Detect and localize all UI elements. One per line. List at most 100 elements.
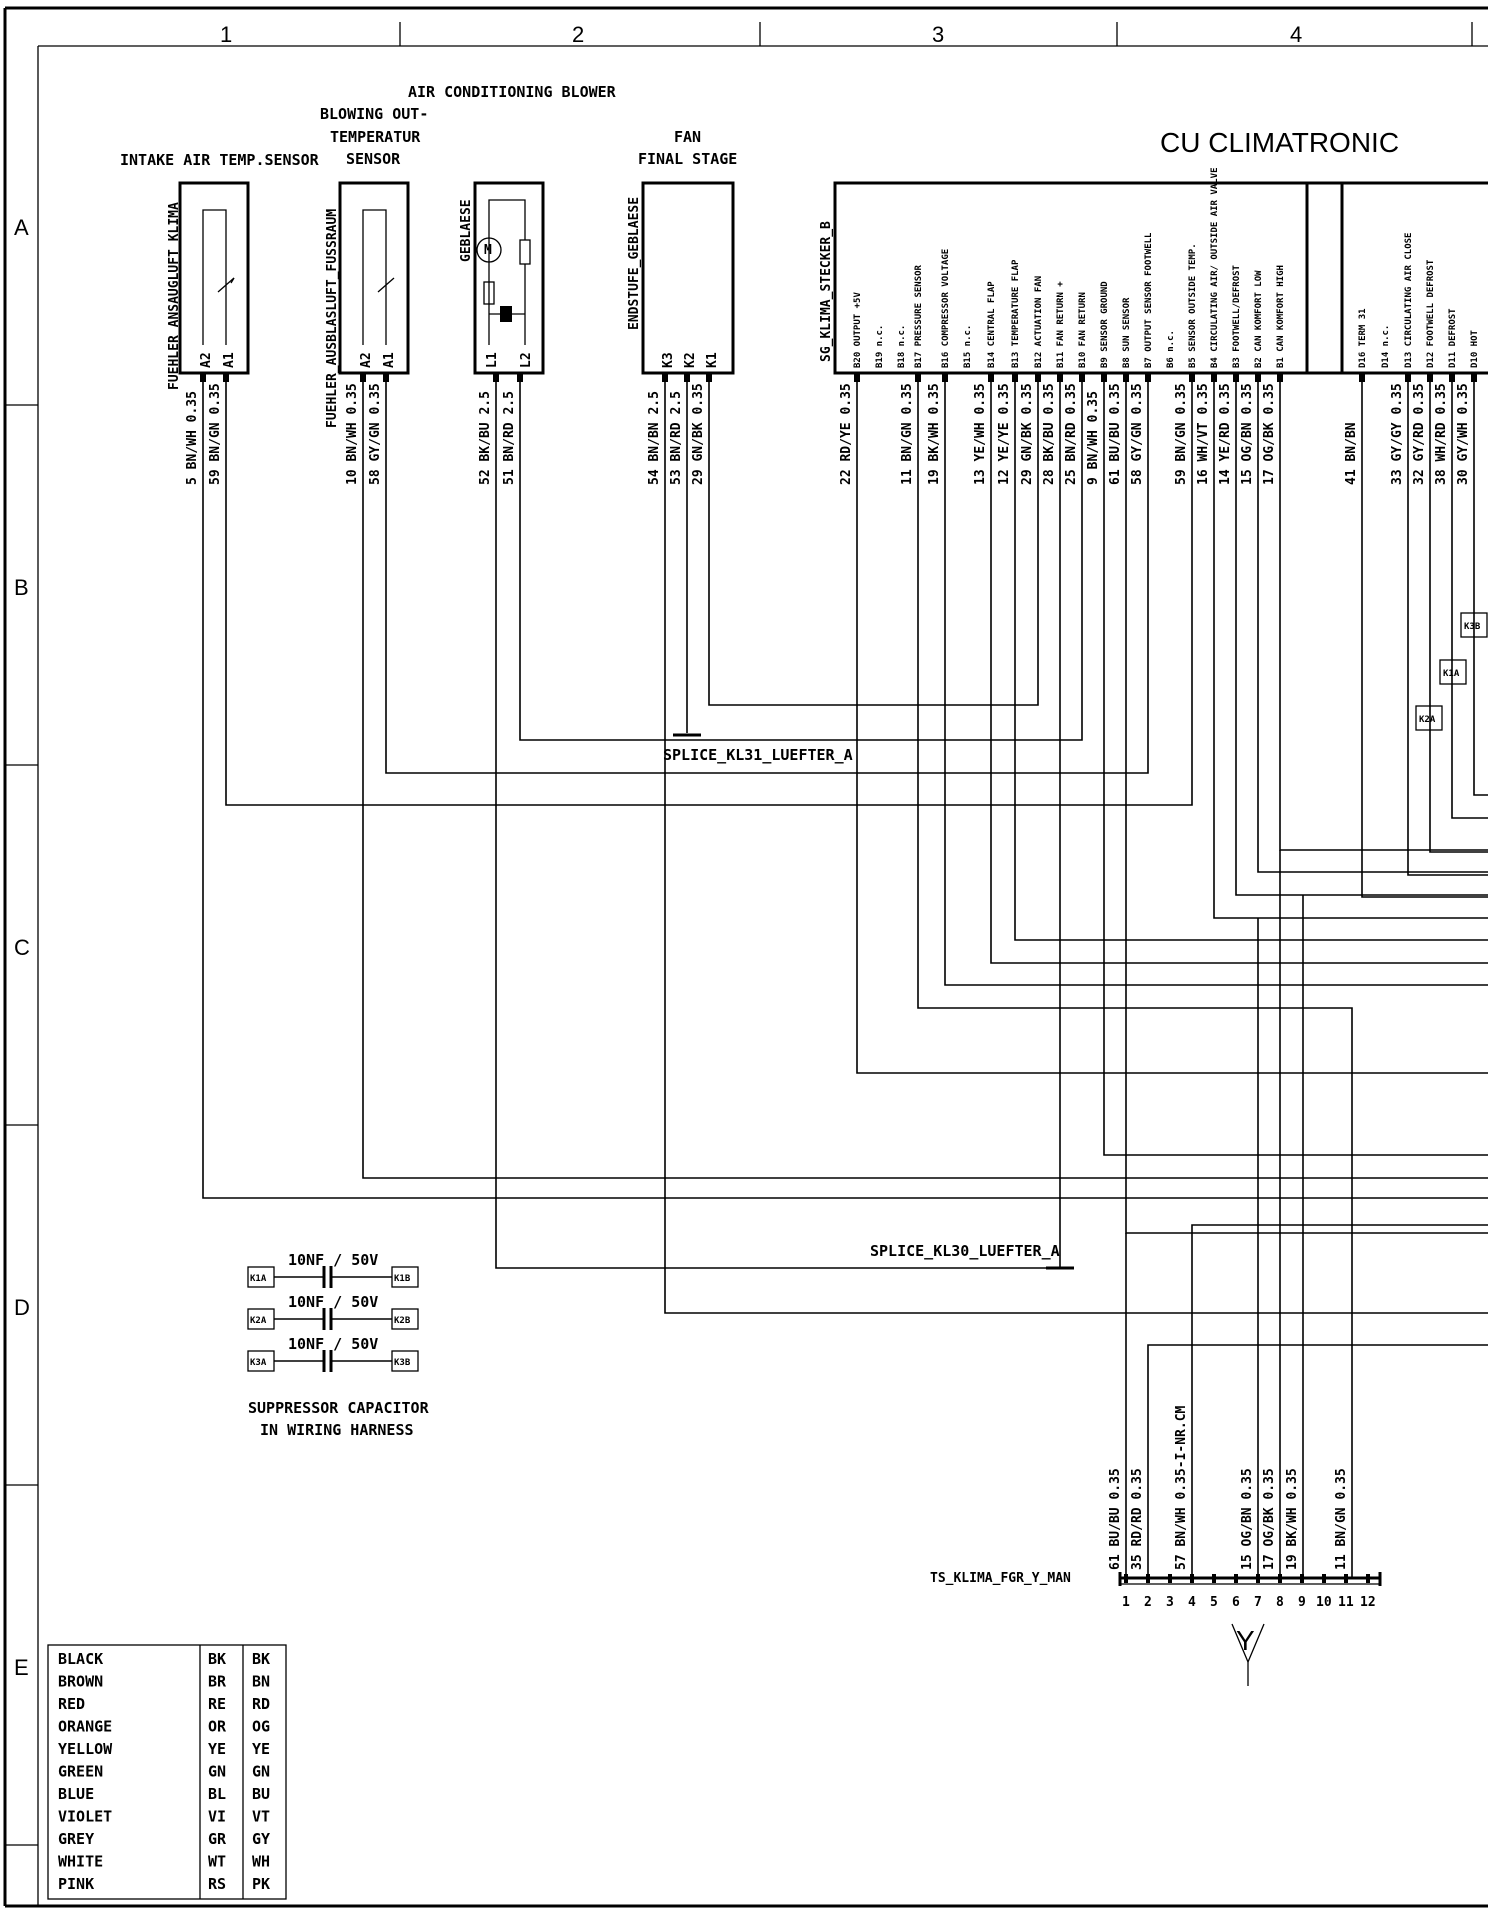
junction-k3b-box [1460, 612, 1488, 638]
fan-final-stage [641, 181, 735, 375]
grid-col-1: 1 [220, 22, 232, 47]
legend-color-name: PINK [58, 1875, 94, 1893]
junction-k2a: K2A [1419, 715, 1436, 725]
capacitor-tag-b [391, 1350, 419, 1372]
ts-pin-number: 6 [1232, 1595, 1240, 1610]
ts-pin-number: 12 [1360, 1595, 1376, 1610]
legend-code-de: RE [208, 1695, 226, 1713]
legend-code-de: GN [208, 1763, 226, 1781]
climatronic-pin-b: B10 FAN RETURN [1078, 292, 1088, 368]
ts-pin-number: 5 [1210, 1595, 1218, 1610]
wire-label: 15 OG/BN 0.35 [1240, 383, 1255, 485]
wire-label: 29 GN/BK 0.35 [691, 383, 706, 485]
climatronic-pin-b: B15 n.c. [963, 325, 973, 368]
ts-pin-number: 8 [1276, 1595, 1284, 1610]
legend-code-en: BK [252, 1650, 270, 1668]
climatronic-pin-d: D10 HOT [1470, 329, 1480, 368]
legend-color-name: ORANGE [58, 1718, 112, 1736]
wire-label: 52 BK/BU 2.5 [478, 391, 493, 485]
climatronic-pin-d: D16 TERM 31 [1358, 308, 1368, 368]
legend-color-name: WHITE [58, 1853, 103, 1871]
pin-terminal [517, 373, 523, 382]
wire-label: 11 BN/GN 0.35 [900, 383, 915, 485]
legend-code-en: GN [252, 1763, 270, 1781]
ts-pin-number: 9 [1298, 1595, 1306, 1610]
capacitor-tag-a-label: K3A [250, 1358, 267, 1368]
legend-code-de: OR [208, 1718, 227, 1736]
wire-label: 33 GY/GY 0.35 [1390, 383, 1405, 485]
climatronic-pin-b: B12 ACTUATION FAN [1034, 276, 1044, 368]
air-conditioning-blower-label: AIR CONDITIONING BLOWER [408, 83, 617, 101]
wire-label: 59 BN/GN 0.35 [1174, 383, 1189, 485]
climatronic-pin-b: B2 CAN KOMFORT LOW [1254, 270, 1264, 368]
legend-color-name: BROWN [58, 1673, 103, 1691]
wire-label: 54 BN/BN 2.5 [647, 391, 662, 485]
legend-code-de: RS [208, 1875, 226, 1893]
capacitor-value: 10NF / 50V [288, 1335, 378, 1353]
capacitor-tag-b [391, 1266, 419, 1288]
wire-label: 22 RD/YE 0.35 [839, 383, 854, 485]
pin-terminal [383, 373, 389, 382]
legend-color-name: VIOLET [58, 1808, 112, 1826]
wire-label: 61 BU/BU 0.35 [1108, 383, 1123, 485]
legend-code-en: BN [252, 1673, 270, 1691]
ts-pin-terminal [1366, 1574, 1370, 1583]
climatronic-pin-b: B11 FAN RETURN + [1056, 281, 1066, 368]
ts-pin-number: 11 [1338, 1595, 1354, 1610]
wire-label: 25 BN/RD 0.35 [1064, 383, 1079, 485]
climatronic-pin-b: B3 FOOTWELL/DEFROST [1232, 264, 1242, 368]
pin-terminal [223, 373, 229, 382]
climatronic-pin-d: D13 CIRCULATING AIR CLOSE [1404, 233, 1414, 368]
capacitor-tag-a-label: K2A [250, 1316, 267, 1326]
ts-wire-label: 19 BK/WH 0.35 [1285, 1468, 1300, 1570]
legend-code-de: GR [208, 1830, 227, 1848]
fan-pin-k3: K3 [661, 352, 676, 368]
climatronic-pin-d: D12 FOOTWELL DEFROST [1426, 259, 1436, 368]
ts-pin-number: 7 [1254, 1595, 1262, 1610]
wire-label: 13 YE/WH 0.35 [973, 383, 988, 485]
wire-label: 14 YE/RD 0.35 [1218, 383, 1233, 485]
capacitor-caption-2: IN WIRING HARNESS [260, 1421, 414, 1439]
climatronic-pin-d: D11 DEFROST [1448, 308, 1458, 368]
ts-pin-number: 10 [1316, 1595, 1332, 1610]
legend-code-de: BK [208, 1650, 226, 1668]
blowing-sensor [338, 181, 410, 375]
fan-final-stage-id: ENDSTUFE_GEBLAESE [627, 197, 642, 330]
wire-label: 38 WH/RD 0.35 [1434, 383, 1449, 485]
grid-col-3: 3 [932, 22, 944, 47]
junction-k1a-box [1439, 659, 1467, 685]
junction-k1a: K1A [1443, 669, 1460, 679]
blowing-sensor-label-3: SENSOR [346, 150, 401, 168]
climatronic-pin-b: B19 n.c. [875, 325, 885, 368]
wire-label: 5 BN/WH 0.35 [185, 391, 200, 485]
legend-code-de: WT [208, 1853, 226, 1871]
climatronic-pin-b: B9 SENSOR GROUND [1100, 281, 1110, 368]
climatronic-title: CU CLIMATRONIC [1160, 127, 1399, 158]
ts-pin-number: 3 [1166, 1595, 1174, 1610]
grid-row-b: B [14, 575, 29, 600]
wire-label: 12 YE/YE 0.35 [997, 383, 1012, 485]
ts-pin-terminal [1278, 1574, 1282, 1583]
ts-wire-label: 35 RD/RD 0.35 [1130, 1468, 1145, 1570]
grid-col-2: 2 [572, 22, 584, 47]
wire-label: 32 GY/RD 0.35 [1412, 383, 1427, 485]
legend-code-en: VT [252, 1808, 270, 1826]
pin-terminal [360, 373, 366, 382]
legend-code-de: YE [208, 1740, 226, 1758]
drawing-frame [3, 6, 1488, 1908]
grid-row-e: E [14, 1655, 29, 1680]
capacitor-value: 10NF / 50V [288, 1293, 378, 1311]
capacitor-value: 10NF / 50V [288, 1251, 378, 1269]
climatronic-pin-b: B20 OUTPUT +5V [853, 292, 863, 368]
legend-code-de: BL [208, 1785, 226, 1803]
grid-row-d: D [14, 1295, 30, 1320]
fan-final-stage-label-2: FINAL STAGE [638, 150, 737, 168]
ts-pin-number: 4 [1188, 1595, 1196, 1610]
climatronic-pin-b: B13 TEMPERATURE FLAP [1011, 259, 1021, 368]
ts-pin-terminal [1256, 1574, 1260, 1583]
capacitor-tag-a-label: K1A [250, 1274, 267, 1284]
climatronic-unit [833, 181, 1488, 375]
ts-wire-label: 15 OG/BN 0.35 [1240, 1468, 1255, 1570]
